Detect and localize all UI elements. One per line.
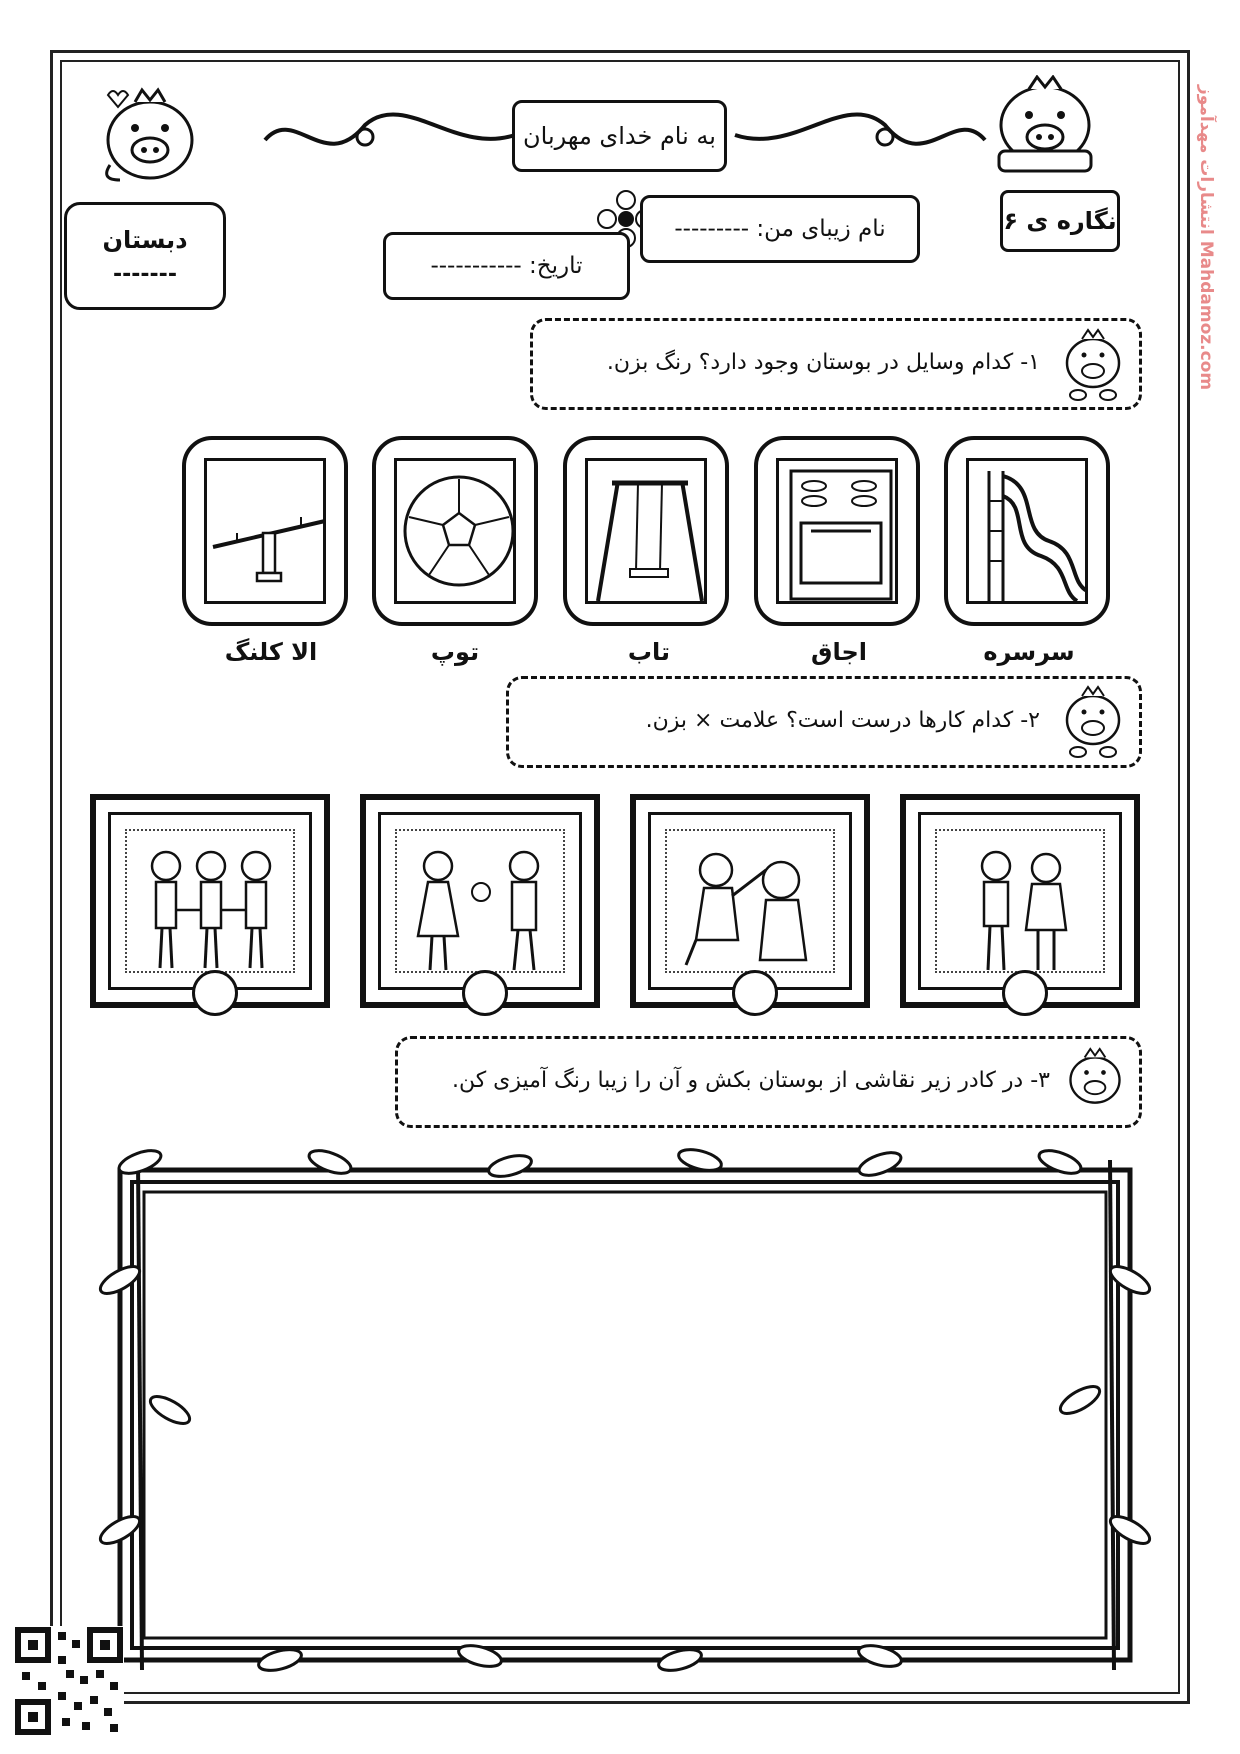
item-frame-swing[interactable] — [563, 436, 729, 626]
mascot-small-icon — [1065, 685, 1121, 758]
date-label: تاریخ: ----------- — [430, 253, 583, 279]
seesaw-icon — [212, 517, 326, 583]
mascot-small-icon — [1065, 328, 1121, 401]
item-label-stove: اجاق — [811, 638, 867, 666]
item-label-swing: تاب — [627, 638, 671, 666]
answer-circle-3[interactable] — [462, 970, 508, 1016]
children-holding-hands-icon — [150, 850, 272, 969]
item-label-slide: سرسره — [983, 638, 1075, 666]
mascot-icon — [997, 75, 1093, 173]
question-1-box — [530, 318, 1142, 410]
title-ornament — [263, 112, 987, 147]
school-label: دبستان — [102, 225, 188, 254]
drawing-frame[interactable] — [80, 1140, 1170, 1680]
question-2-box — [506, 676, 1142, 768]
side-watermark: انتشارات مهدآموز Mahdamoz.com — [1196, 85, 1216, 391]
children-fighting-icon — [684, 852, 808, 966]
item-frame-ball[interactable] — [372, 436, 538, 626]
mascot-icon — [105, 87, 194, 182]
worksheet-number-box: نگاره ی ۶ — [1000, 190, 1120, 252]
item-label-ball: توپ — [430, 638, 480, 666]
question-2-text: ۲- کدام کارها درست است؟ علامت × بزن. — [645, 708, 1040, 733]
name-label: نام زیبای من: --------- — [674, 216, 886, 242]
page-border-inner — [60, 60, 1180, 1694]
stove-icon — [789, 469, 893, 601]
swing-icon — [596, 480, 704, 602]
picture-frame-4 — [90, 794, 330, 1016]
children-with-backpacks-icon — [980, 850, 1068, 971]
answer-circle-4[interactable] — [192, 970, 238, 1016]
mascot-small-icon — [1069, 1047, 1121, 1104]
item-frame-slide[interactable] — [944, 436, 1110, 626]
page-title-box: به نام خدای مهربان — [512, 100, 727, 172]
name-field[interactable]: نام زیبای من: --------- — [640, 195, 920, 263]
question-3-text: ۳- در کادر زیر نقاشی از بوستان بکش و آن … — [451, 1068, 1050, 1093]
question-3-box — [395, 1036, 1142, 1128]
picture-frame-1 — [900, 794, 1140, 1016]
ball-icon — [403, 475, 515, 587]
page-border — [50, 50, 1190, 1704]
qr-code-icon — [14, 1626, 124, 1736]
school-box: دبستان ------- — [64, 202, 226, 310]
page-title: به نام خدای مهربان — [523, 122, 716, 150]
answer-circle-2[interactable] — [732, 970, 778, 1016]
date-field[interactable]: تاریخ: ----------- — [383, 232, 630, 300]
worksheet-number: نگاره ی ۶ — [1003, 207, 1117, 235]
item-frame-stove[interactable] — [754, 436, 920, 626]
item-label-seesaw: الا کلنگ — [224, 638, 318, 666]
picture-frame-3 — [360, 794, 600, 1016]
item-frame-seesaw[interactable] — [182, 436, 348, 626]
slide-icon — [987, 471, 1089, 603]
picture-frame-2 — [630, 794, 870, 1016]
answer-circle-1[interactable] — [1002, 970, 1048, 1016]
children-sharing-toy-icon — [416, 850, 540, 971]
school-blank[interactable]: ------- — [113, 261, 177, 287]
question-1-text: ۱- کدام وسایل در بوستان وجود دارد؟ رنگ ب… — [606, 350, 1040, 375]
